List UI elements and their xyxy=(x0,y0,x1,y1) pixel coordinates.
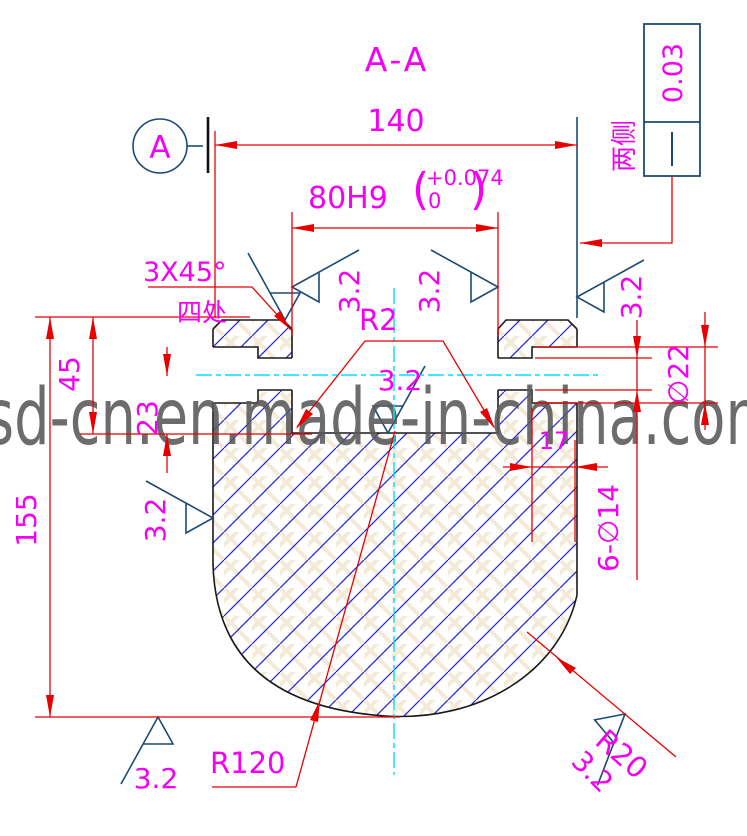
dim-fillet-radius: R2 xyxy=(359,303,398,337)
dim-height-hole-center: 23 xyxy=(131,400,164,436)
dim-counterbore-depth: 17 xyxy=(539,427,570,455)
roughness-bore-right: 3.2 xyxy=(413,269,446,314)
dim-bore-tol-lower: 0 xyxy=(428,189,441,213)
dim-bottom-radius: R120 xyxy=(210,746,286,780)
dim-overall-width: 140 xyxy=(367,104,424,139)
datum-label: A xyxy=(149,130,170,166)
dimension-lines xyxy=(35,131,718,788)
roughness-left-face: 3.2 xyxy=(139,498,172,543)
centerlines xyxy=(196,288,598,775)
chamfer-places-note: 四处 xyxy=(177,298,227,327)
roughness-right-face: 3.2 xyxy=(615,275,648,320)
left-counterbore-hole xyxy=(213,346,292,404)
bore-paren-open: ( xyxy=(412,164,429,215)
dim-bolt-holes: 6-∅14 xyxy=(592,484,625,572)
dimension-text-layer: A-A A 140 80H9 ( +0.074 0 ) 3X45° 四处 R2 … xyxy=(10,40,695,799)
roughness-top-face: 3.2 xyxy=(378,364,423,397)
bore-paren-close: ) xyxy=(470,164,487,215)
dim-chamfer: 3X45° xyxy=(143,257,227,288)
dim-bore: 80H9 xyxy=(308,181,388,216)
dim-counterbore-dia: ∅22 xyxy=(662,344,695,404)
tolerance-frame-note: 两侧 xyxy=(610,120,640,172)
roughness-bore-left: 3.2 xyxy=(333,269,366,314)
watermark-text: sd-cn.en.made-in-china.com xyxy=(0,373,747,463)
part-hatch-fill xyxy=(213,320,577,717)
tolerance-frame-value: 0.03 xyxy=(658,43,689,103)
dim-height-upper: 45 xyxy=(53,356,86,392)
dim-bore-tol-upper: +0.074 xyxy=(426,166,504,190)
bottom-arc xyxy=(212,564,578,718)
dim-height-overall: 155 xyxy=(10,493,43,546)
section-title: A-A xyxy=(365,40,430,79)
roughness-bottom-face: 3.2 xyxy=(134,762,179,795)
